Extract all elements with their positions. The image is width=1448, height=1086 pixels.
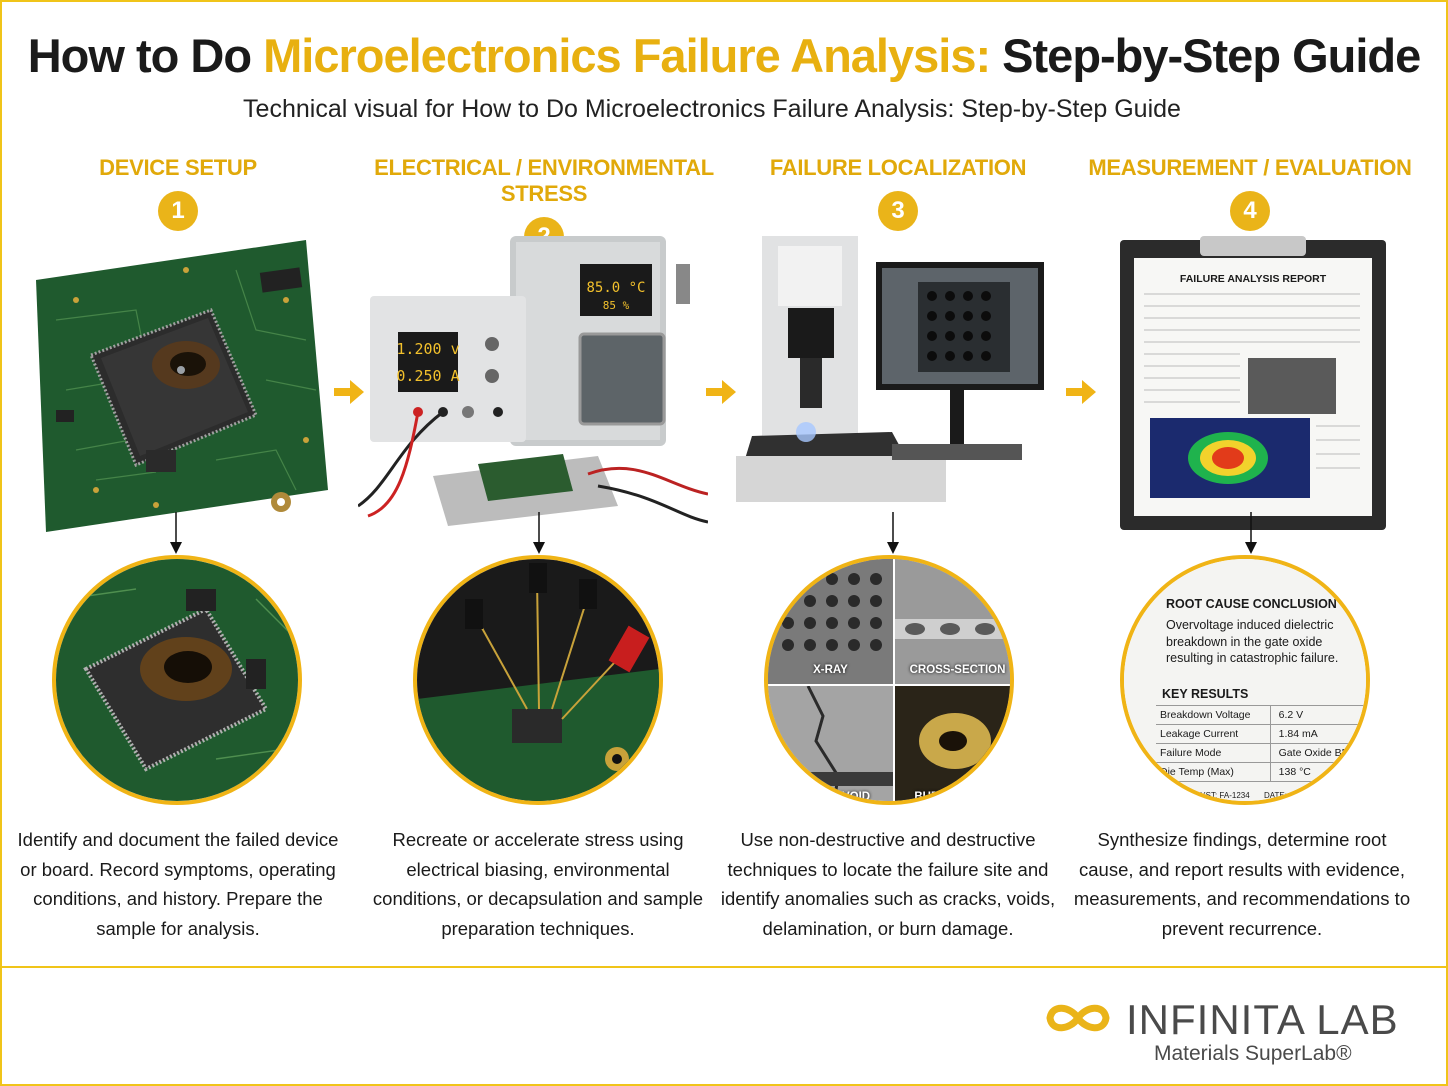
result-label: Leakage Current (1156, 724, 1271, 744)
microscope-inspection-image (736, 236, 1044, 502)
crack-void-label: CRACK / VOID (790, 791, 871, 803)
localization-techniques-circle: X-RAY CROSS-SECTION CRACK / VOID BURNED … (764, 555, 1014, 805)
result-value: 1.84 mA (1269, 724, 1366, 744)
xray-image (768, 559, 893, 684)
chip-closeup-circle (52, 555, 302, 805)
step-1-header: DEVICE SETUP 1 (8, 155, 348, 231)
cross-section-quadrant: CROSS-SECTION (895, 559, 1010, 684)
chamber-humidity-readout: 85 % (603, 299, 630, 312)
result-value: 6.2 V (1269, 705, 1366, 725)
report-clipboard-image: FAILURE ANALYSIS REPORT (1120, 236, 1386, 530)
flow-arrow-icon (1066, 380, 1096, 404)
step-3-header: FAILURE LOCALIZATION 3 (728, 155, 1068, 231)
probe-station-circle (413, 555, 663, 805)
down-arrow-icon (887, 512, 899, 554)
pcb-board-image (36, 240, 328, 532)
company-logo: INFINITA LAB Materials SuperLab® (1040, 996, 1420, 1072)
step-3-description: Use non-destructive and destructive tech… (720, 829, 1056, 939)
burned-bond-quadrant: BURNED BOND (895, 686, 1010, 803)
root-cause-text: Overvoltage induced dielectric breakdown… (1166, 618, 1339, 665)
psu-current-readout: 0.250 A (396, 367, 459, 385)
step-title: ELECTRICAL / ENVIRONMENTAL STRESS (374, 155, 714, 206)
page-title: How to Do Microelectronics Failure Analy… (27, 29, 1422, 82)
stress-test-equipment-image: 85.0 °C 85 % 1.200 v 0.250 A (358, 236, 708, 526)
step-title: FAILURE LOCALIZATION (769, 155, 1027, 180)
chamber-temp-readout: 85.0 °C (586, 280, 645, 296)
burned-bond-image (895, 686, 1010, 801)
burned-bond-label: BURNED BOND (914, 791, 1001, 803)
root-cause-title: ROOT CAUSE CONCLUSION (1166, 597, 1337, 611)
step-4-header: MEASUREMENT / EVALUATION 4 (1080, 155, 1420, 231)
crack-void-image (768, 686, 893, 801)
result-value: 138 °C (1269, 762, 1366, 782)
step-number-badge: 1 (158, 191, 198, 231)
root-cause-circle: ROOT CAUSE CONCLUSION Overvoltage induce… (1120, 555, 1370, 805)
step-title: DEVICE SETUP (99, 155, 257, 180)
step-title: MEASUREMENT / EVALUATION (1088, 155, 1412, 180)
key-results-title: KEY RESULTS (1162, 687, 1249, 701)
step-number-badge: 3 (878, 191, 918, 231)
crack-void-quadrant: CRACK / VOID (768, 686, 893, 803)
analyst-id: ANALYST: FA-1234 (1180, 791, 1250, 800)
step-1-description: Identify and document the failed device … (17, 829, 339, 939)
cross-section-image (895, 559, 1010, 684)
flow-arrow-icon (706, 380, 736, 404)
down-arrow-icon (533, 512, 545, 554)
result-value: Gate Oxide BD (1269, 743, 1366, 763)
xray-label: X-RAY (813, 664, 848, 676)
cross-section-label: CROSS-SECTION (909, 664, 1006, 676)
result-label: Die Temp (Max) (1156, 762, 1271, 782)
footer-divider (2, 966, 1446, 968)
infinity-logo-icon (1046, 1004, 1110, 1032)
psu-voltage-readout: 1.200 v (396, 340, 459, 358)
step-2-description: Recreate or accelerate stress using elec… (372, 829, 704, 939)
step-number-badge: 4 (1230, 191, 1270, 231)
down-arrow-icon (170, 512, 182, 554)
report-title: FAILURE ANALYSIS REPORT (1180, 273, 1327, 285)
logo-name: INFINITA LAB (1126, 996, 1399, 1043)
result-label: Breakdown Voltage (1156, 705, 1271, 725)
step-4-description: Synthesize findings, determine root caus… (1073, 829, 1411, 939)
root-cause-report: ROOT CAUSE CONCLUSION Overvoltage induce… (1124, 559, 1366, 801)
burned-chip-closeup-image (56, 559, 298, 801)
logo-tagline: Materials SuperLab® (1154, 1042, 1352, 1065)
result-label: Failure Mode (1156, 743, 1271, 763)
probe-needles-image (417, 559, 659, 801)
table-row: Die Temp (Max)138 °C (1156, 762, 1366, 782)
flow-arrow-icon (334, 380, 364, 404)
page-subtitle: Technical visual for How to Do Microelec… (243, 95, 1181, 123)
down-arrow-icon (1245, 512, 1257, 554)
report-date: DATE: 05/15/2024 (1264, 791, 1330, 800)
xray-quadrant: X-RAY (768, 559, 893, 684)
